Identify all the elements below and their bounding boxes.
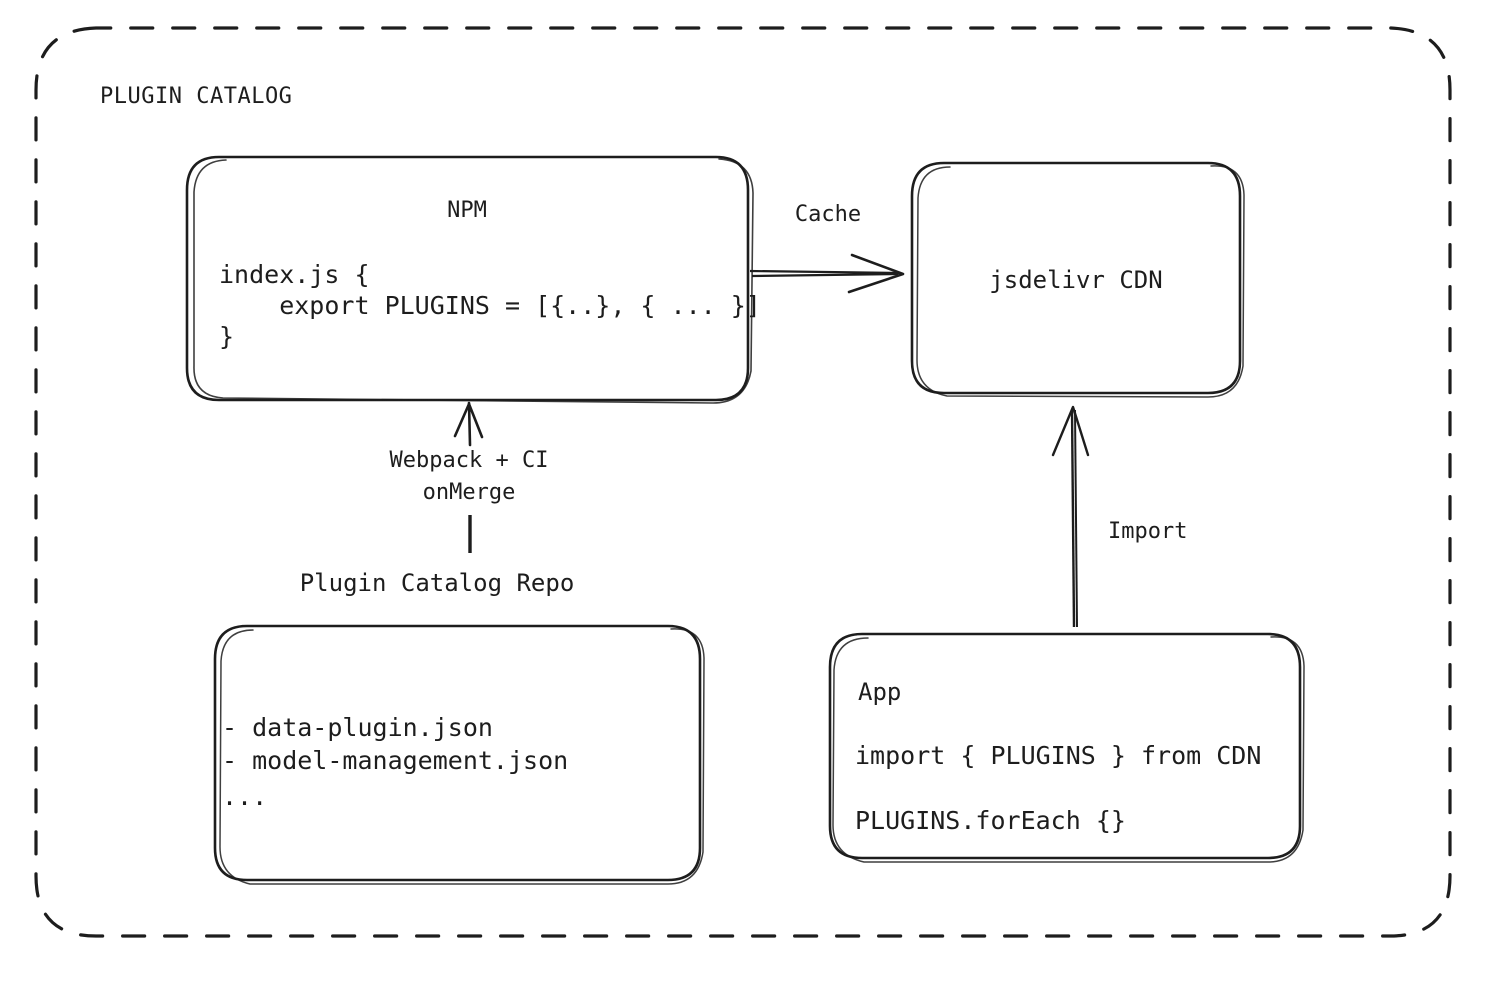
edge-label-import: Import (1108, 519, 1188, 544)
npm-code-line-1: index.js { (219, 260, 370, 289)
repo-node-shape[interactable] (213, 624, 705, 885)
npm-code-line-2: export PLUGINS = [{..}, { ... }] (219, 291, 761, 320)
edge-label-cache: Cache (794, 202, 862, 227)
edge-repo-to-npm (453, 401, 484, 553)
npm-node-title: NPM (447, 198, 487, 223)
edge-label-onmerge: onMerge (422, 480, 516, 505)
app-code-line-1: import { PLUGINS } from CDN (855, 741, 1262, 770)
plugin-catalog-group-title: PLUGIN CATALOG (100, 84, 293, 109)
edge-label-webpack-ci: Webpack + CI (389, 448, 549, 473)
app-code-line-2: PLUGINS.forEach {} (855, 806, 1126, 835)
repo-item-2: - model-management.json (222, 746, 569, 775)
app-node-title: App (858, 678, 902, 706)
npm-node-shape[interactable] (185, 155, 754, 404)
cdn-node-shape[interactable] (910, 161, 1245, 398)
app-node-shape[interactable] (828, 632, 1305, 863)
repo-item-3: ... (222, 782, 268, 811)
npm-code-line-3: } (219, 322, 235, 351)
cdn-node-title: jsdelivr CDN (989, 266, 1163, 294)
repo-node-label: Plugin Catalog Repo (299, 569, 575, 597)
edge-app-to-cdn (1051, 405, 1090, 628)
plugin-catalog-group-border (34, 26, 1452, 938)
repo-item-1: - data-plugin.json (222, 713, 493, 742)
edge-npm-to-cdn (749, 253, 905, 294)
